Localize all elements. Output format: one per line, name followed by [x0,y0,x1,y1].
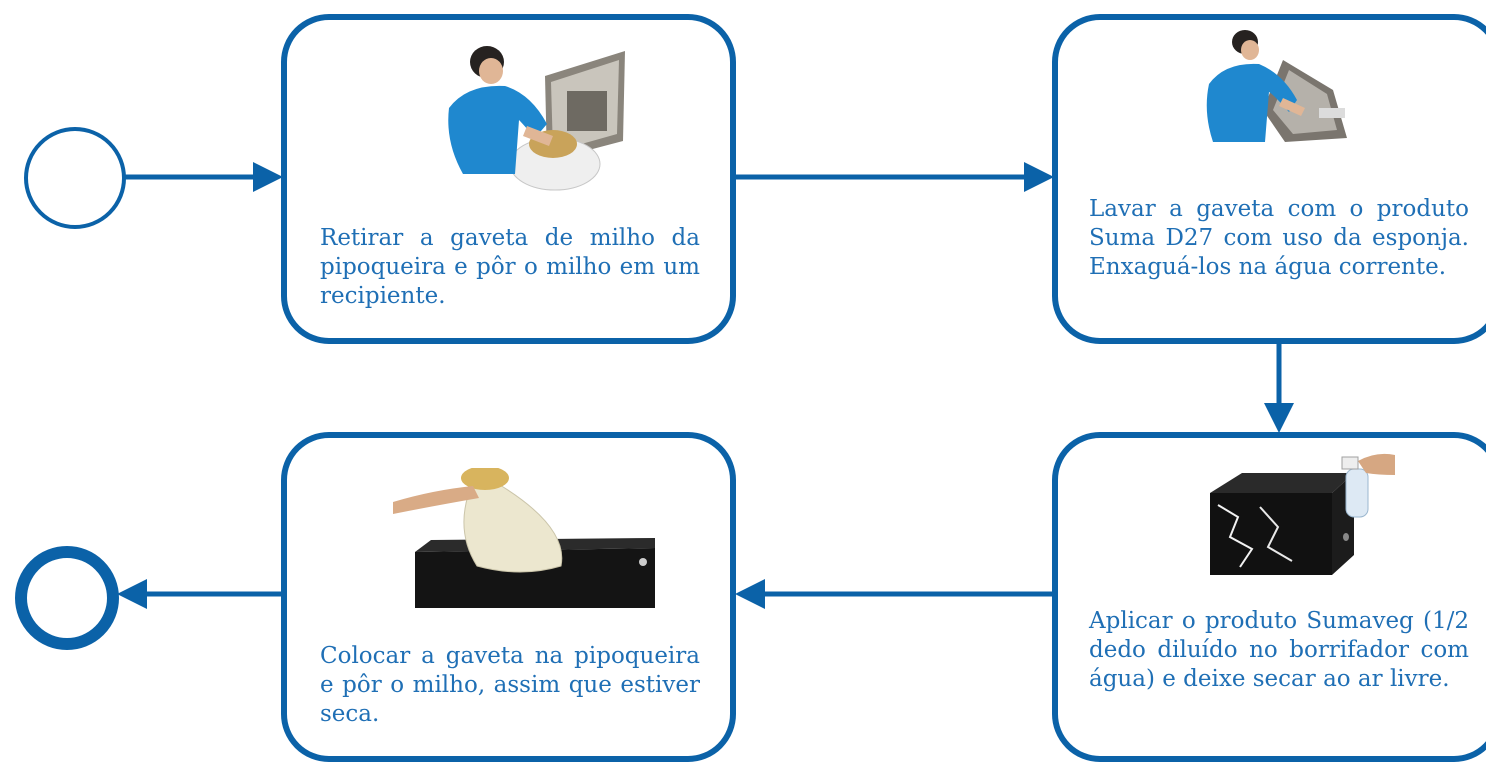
step-3-box: Aplicar o produto Sumaveg (1/2 dedo dilu… [1052,432,1486,762]
step-4-text: Colocar a gaveta na pipoqueira e pôr o m… [320,643,700,727]
step-1-text: Retirar a gaveta de milho da pipoqueira … [320,225,700,309]
pouring-corn-into-drawer-photo [393,468,655,608]
woman-washing-drawer-photo [1206,30,1347,142]
step-2-box: Lavar a gaveta com o produto Suma D27 co… [1052,14,1486,344]
step-3-text: Aplicar o produto Sumaveg (1/2 dedo dilu… [1089,608,1469,692]
step-4-box: Colocar a gaveta na pipoqueira e pôr o m… [281,432,736,762]
step-1-box: Retirar a gaveta de milho da pipoqueira … [281,14,736,344]
woman-emptying-popcorn-drawer-photo [448,46,625,191]
start-circle-icon [24,127,126,229]
step-2-text: Lavar a gaveta com o produto Suma D27 co… [1089,196,1469,280]
spraying-black-drawer-photo [1210,453,1395,575]
end-circle-icon [15,546,119,650]
